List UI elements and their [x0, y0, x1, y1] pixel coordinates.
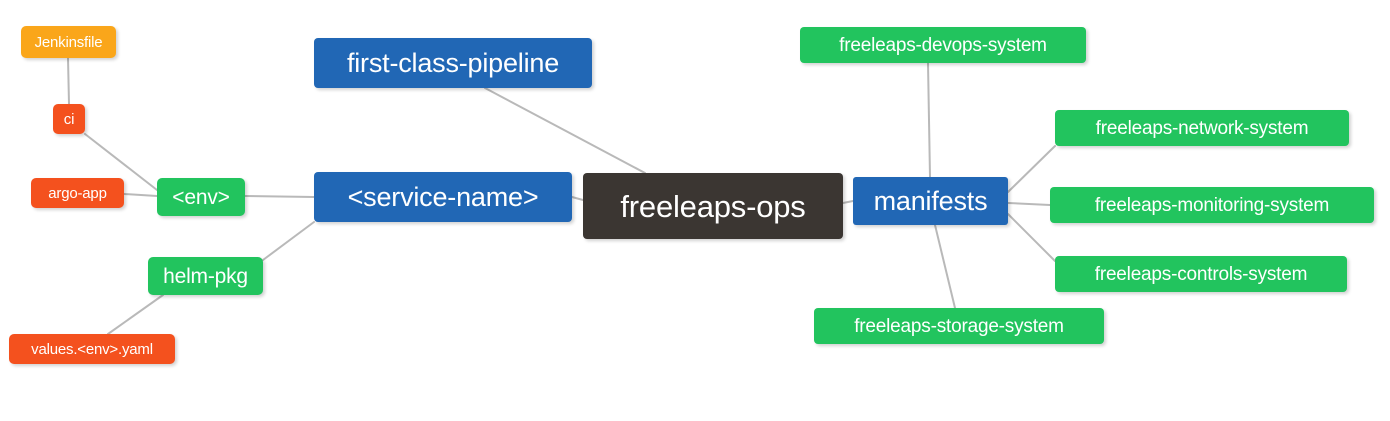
edge-service-name-to-freeleaps-ops: [571, 196, 584, 201]
edge-manifests-to-freeleaps-controls-system: [1007, 213, 1056, 262]
node-ci[interactable]: ci: [53, 104, 85, 134]
node-label: ci: [63, 110, 75, 128]
edge-helm-pkg-to-values-yaml: [107, 294, 164, 335]
edge-manifests-to-freeleaps-monitoring-system: [1007, 202, 1051, 206]
edge-manifests-to-freeleaps-storage-system: [934, 224, 956, 309]
node-freeleaps-controls-system[interactable]: freeleaps-controls-system: [1055, 256, 1347, 292]
node-label: values.<env>.yaml: [31, 340, 153, 358]
node-freeleaps-monitoring-system[interactable]: freeleaps-monitoring-system: [1050, 187, 1374, 223]
node-label: freeleaps-storage-system: [854, 315, 1064, 337]
node-argo-app[interactable]: argo-app: [31, 178, 124, 208]
edge-manifests-to-freeleaps-devops-system: [927, 62, 931, 178]
node-label: Jenkinsfile: [34, 33, 103, 51]
node-label: freeleaps-monitoring-system: [1094, 194, 1330, 216]
node-freeleaps-ops[interactable]: freeleaps-ops: [583, 173, 843, 239]
edge-freeleaps-ops-to-manifests: [842, 200, 854, 204]
node-label: <service-name>: [347, 181, 539, 212]
node-first-class-pipeline[interactable]: first-class-pipeline: [314, 38, 592, 88]
node-label: freeleaps-ops: [620, 188, 806, 224]
node-freeleaps-storage-system[interactable]: freeleaps-storage-system: [814, 308, 1104, 344]
node-label: argo-app: [48, 184, 107, 202]
edge-env-to-service-name: [244, 195, 315, 198]
node-service-name[interactable]: <service-name>: [314, 172, 572, 222]
edge-manifests-to-freeleaps-network-system: [1007, 145, 1056, 193]
edge-argo-app-to-env: [123, 193, 158, 197]
node-label: freeleaps-controls-system: [1094, 263, 1308, 285]
node-label: first-class-pipeline: [346, 47, 560, 78]
node-label: helm-pkg: [163, 264, 248, 288]
node-manifests[interactable]: manifests: [853, 177, 1008, 225]
node-label: <env>: [172, 185, 230, 209]
node-jenkinsfile[interactable]: Jenkinsfile: [21, 26, 116, 58]
node-freeleaps-devops-system[interactable]: freeleaps-devops-system: [800, 27, 1086, 63]
node-helm-pkg[interactable]: helm-pkg: [148, 257, 263, 295]
node-label: freeleaps-network-system: [1095, 117, 1309, 139]
edge-first-class-pipeline-to-freeleaps-ops: [484, 87, 646, 174]
edge-service-name-to-helm-pkg: [262, 221, 315, 261]
node-label: freeleaps-devops-system: [839, 34, 1047, 56]
node-values-yaml[interactable]: values.<env>.yaml: [9, 334, 175, 364]
edge-jenkinsfile-to-ci: [67, 57, 70, 105]
node-freeleaps-network-system[interactable]: freeleaps-network-system: [1055, 110, 1349, 146]
node-label: manifests: [873, 185, 988, 216]
node-env[interactable]: <env>: [157, 178, 245, 216]
